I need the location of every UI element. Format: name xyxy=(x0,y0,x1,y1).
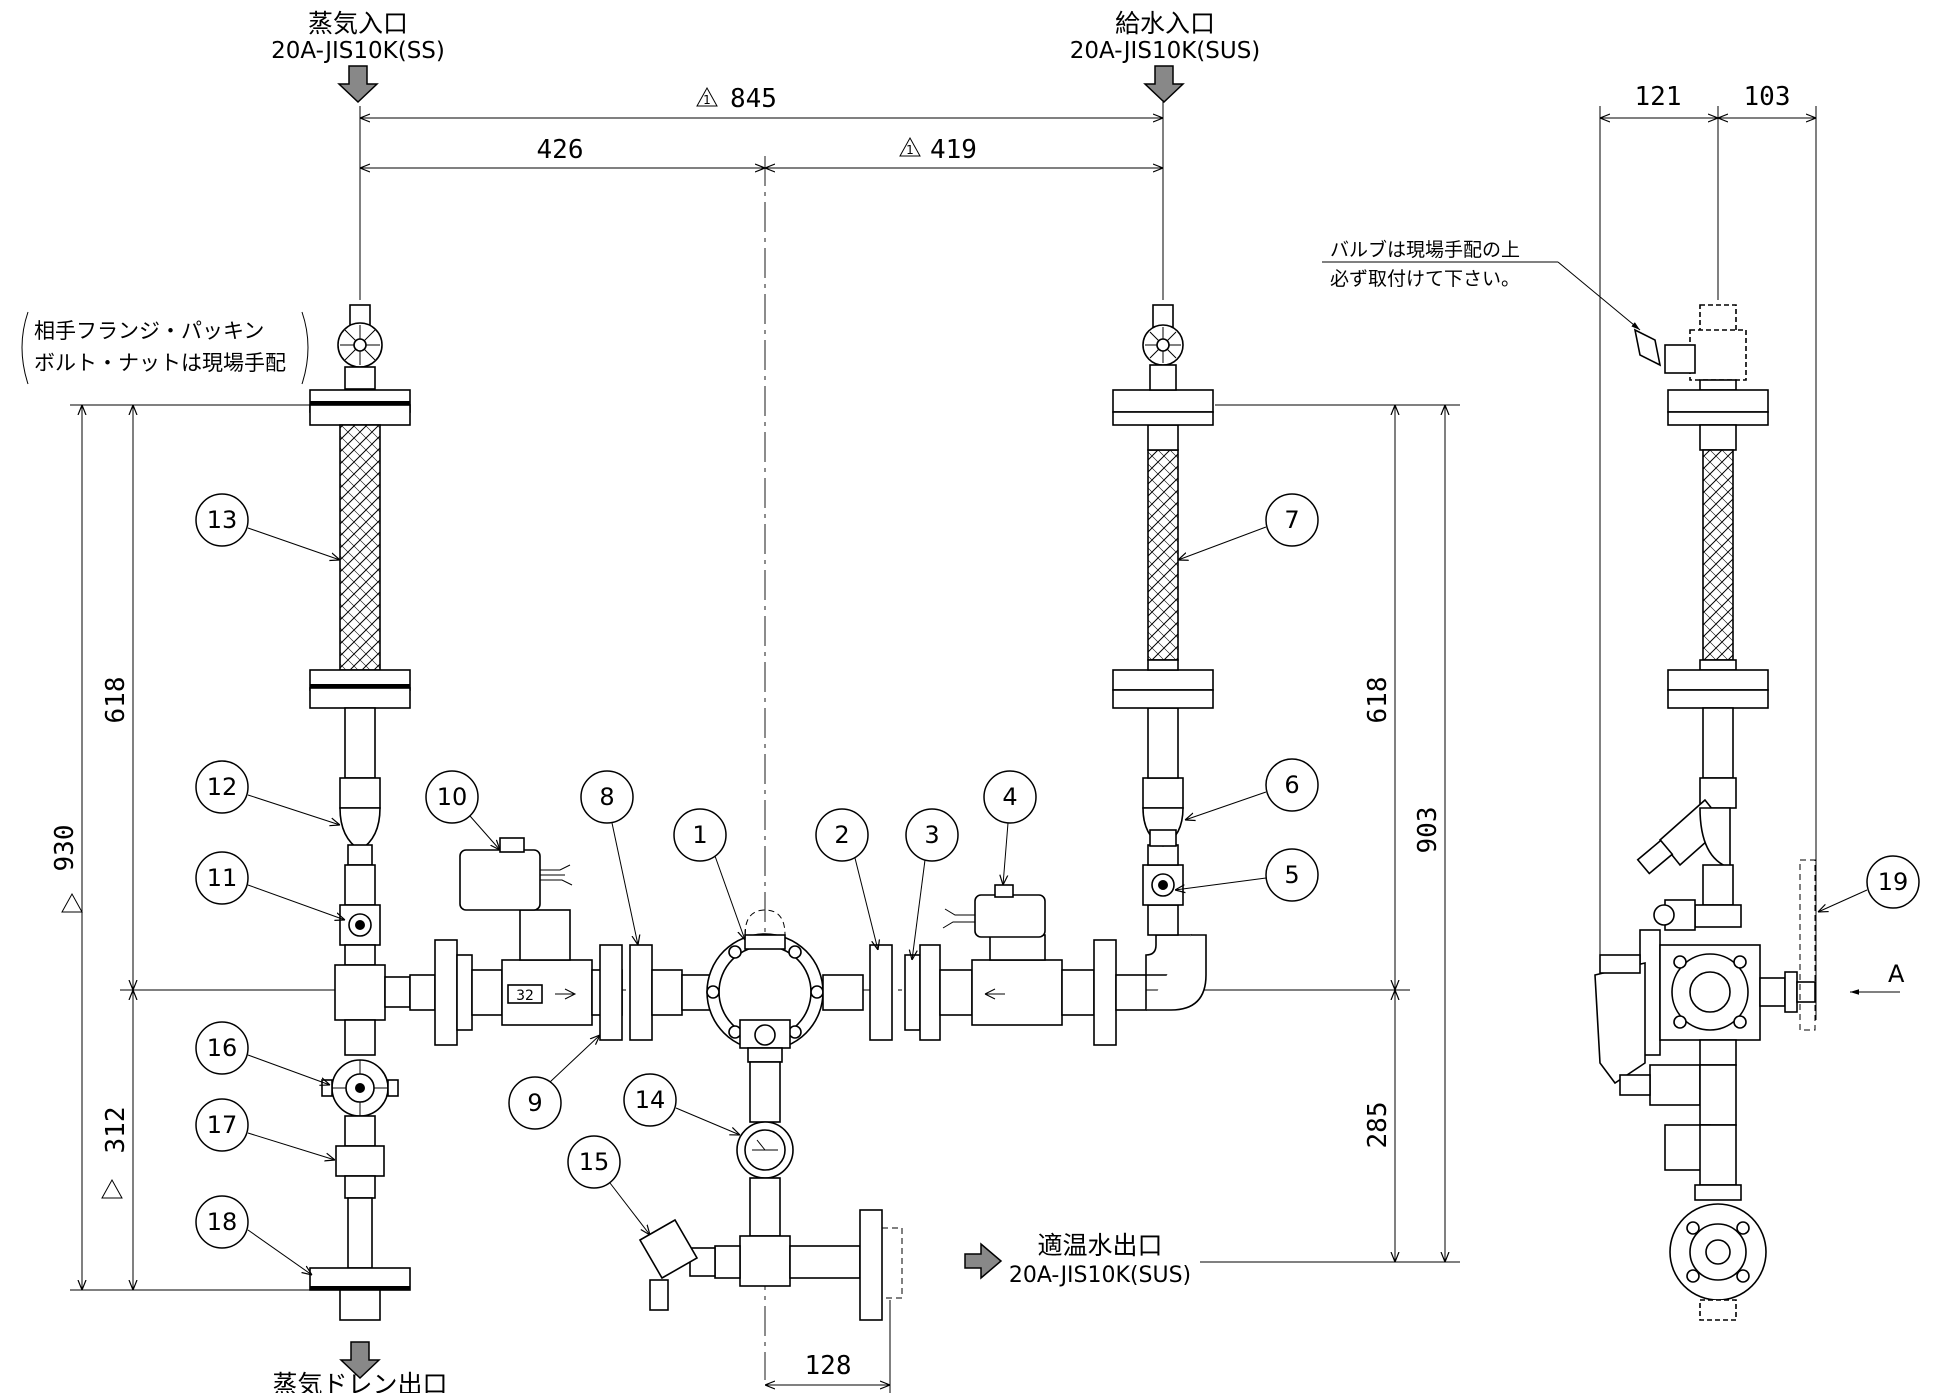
svg-text:903: 903 xyxy=(1413,807,1443,854)
water-inlet-spec: 20A-JIS10K(SUS) xyxy=(1070,38,1261,64)
outlet-arrow-icon xyxy=(964,1242,1003,1280)
svg-text:13: 13 xyxy=(207,506,238,534)
balloon-13: 13 xyxy=(195,493,340,560)
svg-text:121: 121 xyxy=(1635,82,1682,112)
svg-text:2: 2 xyxy=(834,821,849,849)
drain-outlet-arrow-icon xyxy=(339,1341,381,1380)
svg-text:必ず取付けて下さい。: 必ず取付けて下さい。 xyxy=(1330,268,1520,290)
svg-text:7: 7 xyxy=(1284,506,1299,534)
steam-inlet-valve-icon xyxy=(337,304,383,390)
flex-hose-7 xyxy=(1147,449,1179,661)
svg-text:930: 930 xyxy=(50,825,80,872)
svg-text:1: 1 xyxy=(906,143,914,157)
balloon-2: 2 xyxy=(815,808,878,950)
svg-text:ボルト・ナットは現場手配: ボルト・ナットは現場手配 xyxy=(34,351,286,375)
note-flange-packing: 相手フランジ・パッキン ボルト・ナットは現場手配 xyxy=(21,311,309,385)
steam-solenoid-section: 32 xyxy=(409,837,713,1046)
svg-text:5: 5 xyxy=(1284,861,1299,889)
svg-text:14: 14 xyxy=(635,1086,666,1114)
dim-618-right: 618 xyxy=(1363,405,1395,990)
svg-text:1: 1 xyxy=(703,93,711,107)
water-inlet-arrow-icon xyxy=(1143,65,1185,104)
water-inlet-title: 給水入口 xyxy=(1115,9,1215,38)
svg-text:6: 6 xyxy=(1284,771,1299,799)
svg-text:103: 103 xyxy=(1744,82,1791,112)
dim-419: 1 419 xyxy=(765,135,1163,168)
balloon-19: 19 xyxy=(1818,855,1920,912)
steam-inlet-spec: 20A-JIS10K(SS) xyxy=(271,38,445,64)
svg-text:419: 419 xyxy=(930,135,977,165)
flex-hose-13 xyxy=(339,424,381,671)
balloon-4: 4 xyxy=(983,770,1037,885)
svg-text:19: 19 xyxy=(1878,868,1909,896)
dim-121: 121 xyxy=(1600,82,1718,118)
mixing-valve-1 xyxy=(706,909,824,1063)
dim-618-left: 618 xyxy=(101,405,133,990)
svg-text:15: 15 xyxy=(579,1148,610,1176)
dim-312: 312 xyxy=(101,990,133,1290)
svg-text:1: 1 xyxy=(692,821,707,849)
side-inlet-valve-icon xyxy=(1633,304,1747,391)
steam-inlet-title: 蒸気入口 xyxy=(308,9,408,38)
svg-text:285: 285 xyxy=(1363,1102,1393,1149)
steam-line xyxy=(309,304,411,1321)
balloon-8: 8 xyxy=(580,770,638,945)
balloon-12: 12 xyxy=(195,760,340,825)
drain-title: 蒸気ドレン出口 xyxy=(272,1370,447,1393)
outlet-line xyxy=(638,1061,903,1321)
svg-text:845: 845 xyxy=(730,84,777,114)
svg-text:618: 618 xyxy=(101,677,131,724)
svg-text:618: 618 xyxy=(1363,677,1393,724)
dim-103: 103 xyxy=(1718,82,1816,118)
view-arrow-a: A xyxy=(1850,960,1905,995)
balloon-1: 1 xyxy=(673,808,745,940)
balloon-3: 3 xyxy=(905,808,959,960)
balloon-14: 14 xyxy=(623,1073,740,1135)
dim-285: 285 xyxy=(1363,990,1395,1262)
svg-text:426: 426 xyxy=(537,135,584,165)
svg-text:8: 8 xyxy=(599,783,614,811)
dim-845: 1 845 xyxy=(360,84,1163,118)
water-inlet-valve-icon xyxy=(1142,304,1184,391)
balloon-18: 18 xyxy=(195,1195,312,1275)
dim-903: 903 xyxy=(1413,405,1445,1262)
svg-text:4: 4 xyxy=(1002,783,1017,811)
svg-text:12: 12 xyxy=(207,773,238,801)
svg-text:10: 10 xyxy=(437,783,468,811)
balloon-9: 9 xyxy=(508,1035,600,1130)
drain-globe-valve-icon xyxy=(321,1059,399,1117)
balloon-11: 11 xyxy=(195,851,345,920)
svg-text:3: 3 xyxy=(924,821,939,849)
note-valve-site: バルブは現場手配の上 必ず取付けて下さい。 xyxy=(1322,238,1641,331)
strainer-size-label: 32 xyxy=(516,988,534,1004)
svg-text:312: 312 xyxy=(101,1107,131,1154)
balloon-15: 15 xyxy=(567,1135,650,1235)
balloon-17: 17 xyxy=(195,1098,335,1160)
side-flex-hose xyxy=(1702,449,1734,661)
svg-text:A: A xyxy=(1888,960,1905,988)
svg-text:相手フランジ・パッキン: 相手フランジ・パッキン xyxy=(34,319,264,343)
svg-text:16: 16 xyxy=(207,1034,238,1062)
balloon-5: 5 xyxy=(1175,848,1319,902)
svg-text:18: 18 xyxy=(207,1208,238,1236)
svg-text:9: 9 xyxy=(527,1089,542,1117)
side-view xyxy=(1594,304,1816,1321)
balloon-16: 16 xyxy=(195,1021,330,1085)
dim-128: 128 xyxy=(765,1351,890,1385)
dim-426: 426 xyxy=(360,135,765,168)
water-side-section xyxy=(822,304,1214,1046)
outlet-title: 適温水出口 xyxy=(1037,1231,1162,1260)
dim-930: 930 xyxy=(50,405,82,1290)
steam-inlet-arrow-icon xyxy=(337,65,379,104)
balloon-10: 10 xyxy=(425,770,500,850)
svg-text:11: 11 xyxy=(207,864,238,892)
outlet-spec: 20A-JIS10K(SUS) xyxy=(1009,1263,1191,1288)
balloon-6: 6 xyxy=(1185,758,1319,820)
svg-text:バルブは現場手配の上: バルブは現場手配の上 xyxy=(1330,238,1520,261)
svg-text:17: 17 xyxy=(207,1111,238,1139)
balloon-7: 7 xyxy=(1178,493,1319,560)
svg-text:128: 128 xyxy=(805,1351,852,1381)
